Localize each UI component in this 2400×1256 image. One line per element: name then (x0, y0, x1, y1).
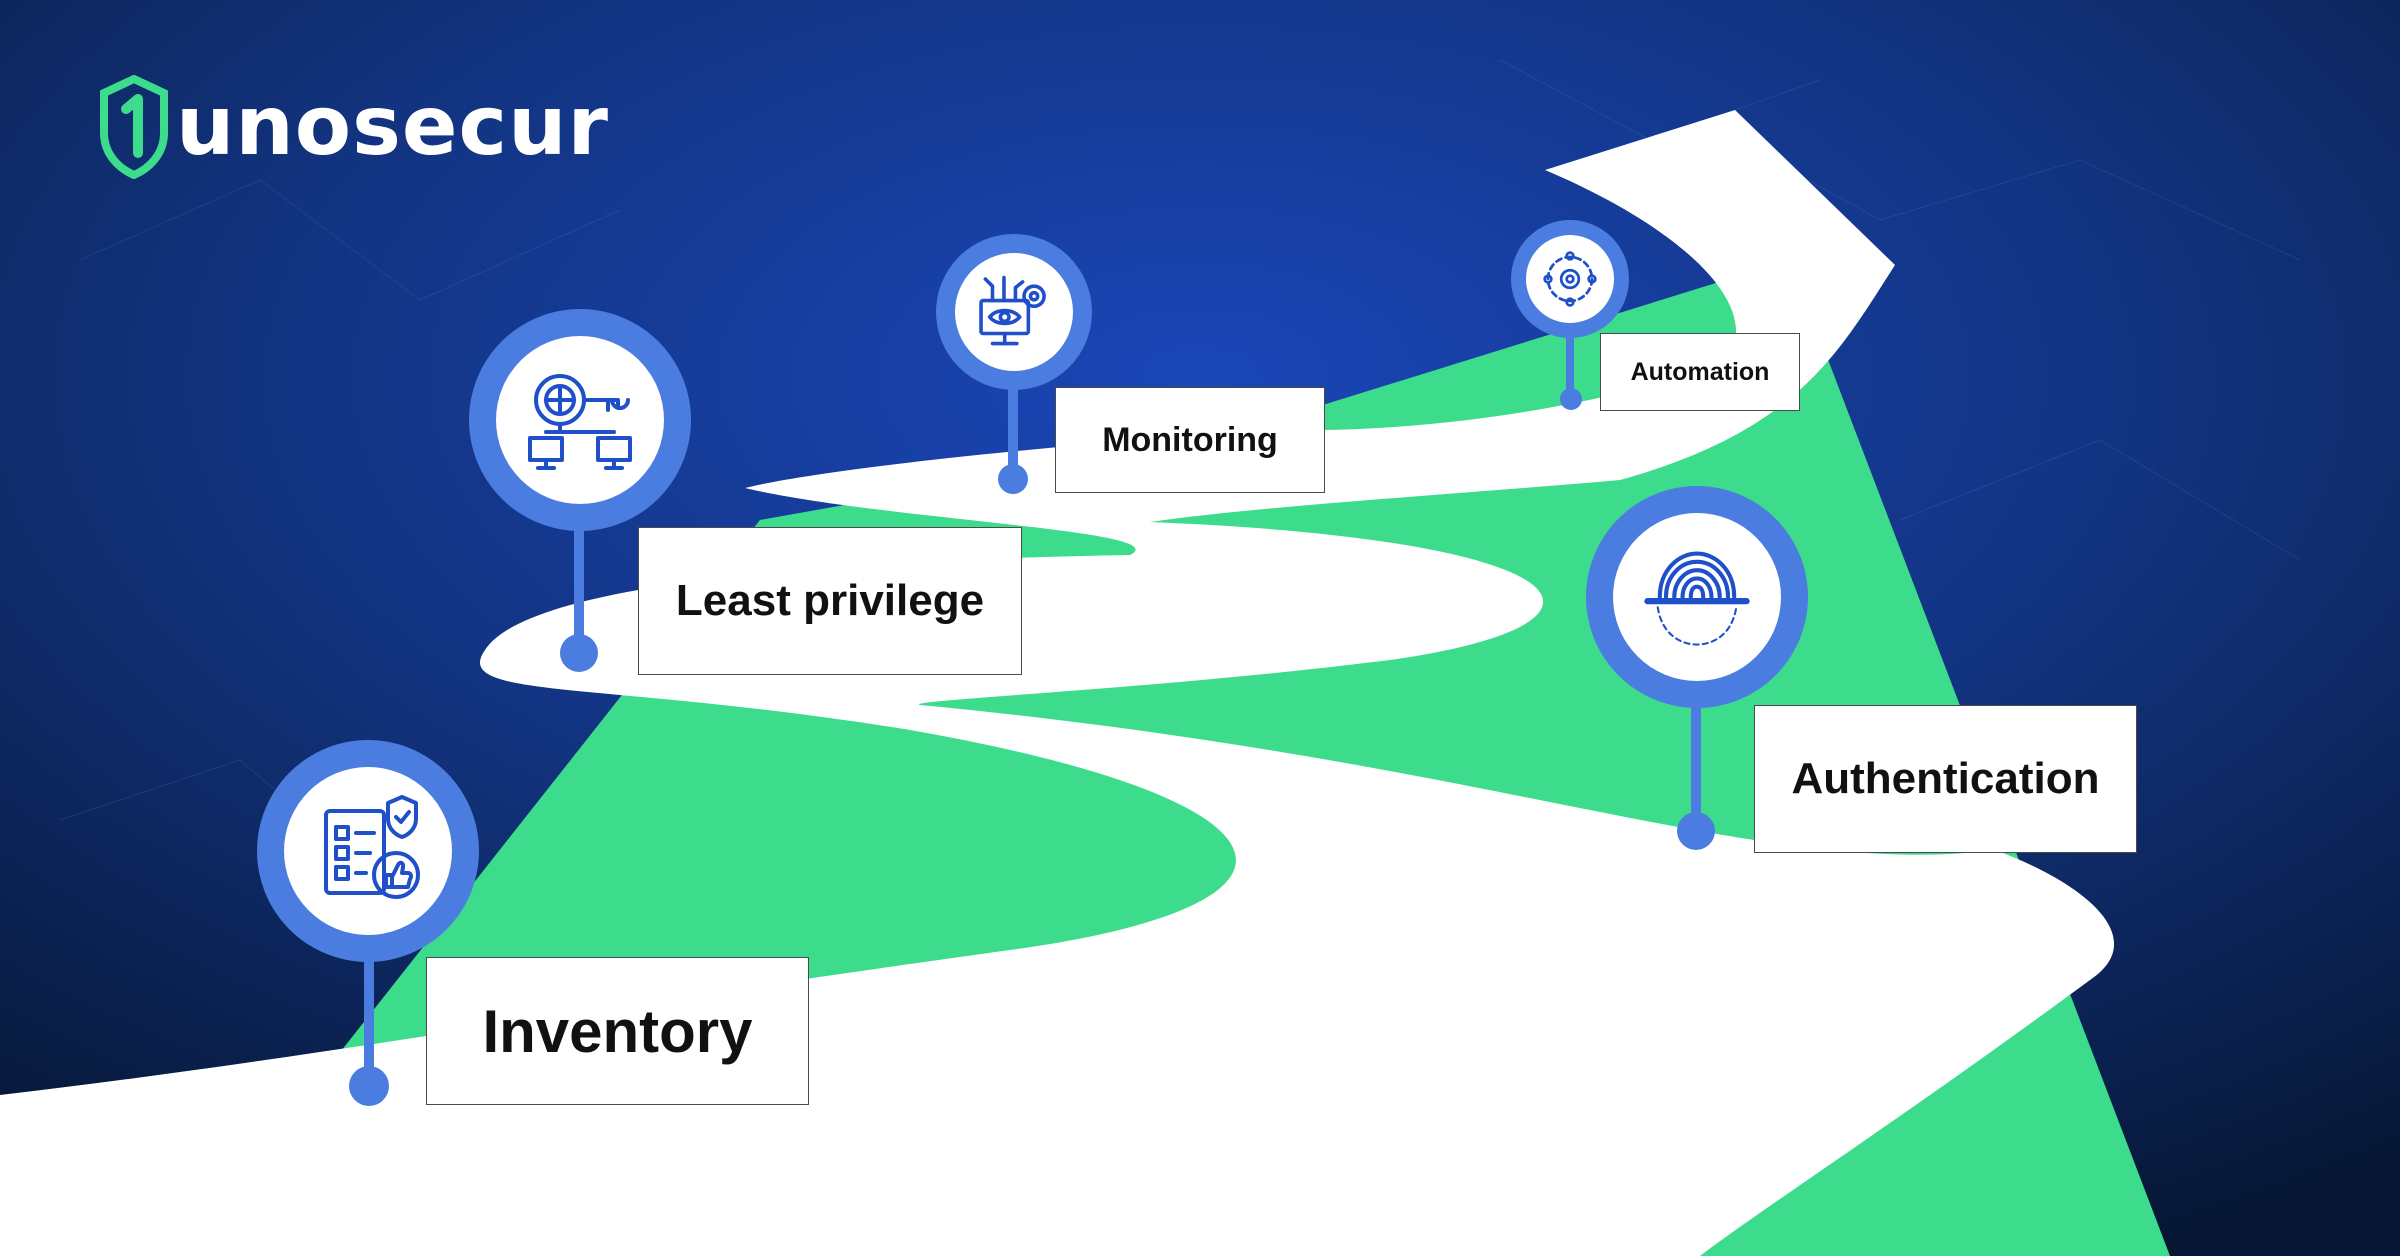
authentication-label: Authentication (1754, 705, 2137, 853)
authentication-pin-stem (1691, 695, 1701, 825)
inventory-pin-stem (364, 935, 374, 1085)
least-privilege-pin-stem (574, 510, 584, 645)
gear-cycle-icon (1543, 251, 1597, 307)
monitoring-pin-dot (998, 464, 1028, 494)
automation-pin (1511, 220, 1629, 338)
globe-key-network-icon (528, 374, 632, 470)
brand-logo: unosecur (96, 72, 609, 182)
inventory-pin-dot (349, 1066, 389, 1106)
inventory-pin (257, 740, 479, 962)
least-privilege-pin-dot (560, 634, 598, 672)
monitoring-label: Monitoring (1055, 387, 1325, 493)
eye-monitor-gear-icon (979, 275, 1046, 346)
least-privilege-pin (469, 309, 691, 531)
monitoring-pin-stem (1008, 380, 1018, 480)
automation-label: Automation (1600, 333, 1800, 411)
automation-pin-stem (1566, 318, 1574, 398)
winding-road (0, 110, 2115, 1256)
authentication-pin-dot (1677, 812, 1715, 850)
checklist-thumbs-up-icon (324, 795, 420, 899)
automation-pin-dot (1560, 388, 1582, 410)
authentication-pin (1586, 486, 1808, 708)
least-privilege-label: Least privilege (638, 527, 1022, 675)
shield-1-icon (100, 75, 168, 179)
fingerprint-icon (1644, 551, 1750, 646)
monitoring-pin (936, 234, 1092, 390)
brand-name: unosecur (176, 79, 609, 174)
inventory-label: Inventory (426, 957, 809, 1105)
